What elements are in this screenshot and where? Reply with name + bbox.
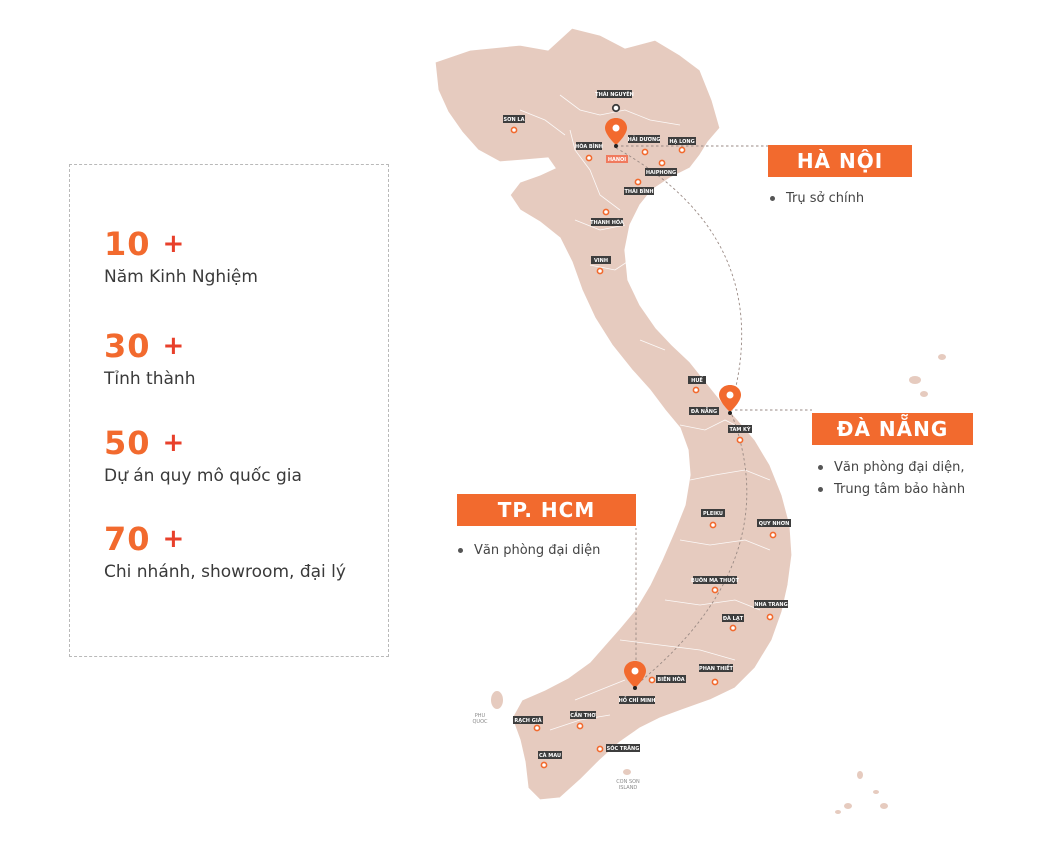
stat-number: 70 bbox=[104, 520, 151, 558]
city-labels: THÁI NGUYÊN SƠN LA HÒA BÌNH HẢI DƯƠNG HẠ… bbox=[503, 90, 791, 759]
hanoi-bullet-1: Trụ sở chính bbox=[770, 191, 864, 206]
plus-icon: + bbox=[162, 229, 186, 259]
city-label-da-nang: ĐÀ NẴNG bbox=[691, 407, 717, 415]
city-label-bien-hoa: BIÊN HÒA bbox=[657, 675, 684, 683]
stat-label: Tỉnh thành bbox=[104, 369, 196, 389]
stat-label: Chi nhánh, showroom, đại lý bbox=[104, 562, 346, 582]
city-label-son-la: SƠN LA bbox=[504, 117, 525, 123]
stat-provinces: 30 + Tỉnh thành bbox=[104, 327, 195, 389]
city-label-phan-thiet: PHAN THIẾT bbox=[699, 664, 734, 672]
stat-branches: 70 + Chi nhánh, showroom, đại lý bbox=[104, 520, 346, 582]
city-label-hoa-binh: HÒA BÌNH bbox=[575, 142, 603, 150]
stat-label: Năm Kinh Nghiệm bbox=[104, 267, 258, 287]
province-borders bbox=[519, 94, 771, 731]
danang-bullet-1: Văn phòng đại diện, bbox=[818, 460, 965, 475]
hcm-banner: TP. HCM bbox=[457, 494, 636, 526]
city-label-vinh: VINH bbox=[594, 258, 608, 264]
island-label-phu-quoc-2: QUOC bbox=[472, 719, 488, 725]
city-label-soc-trang: SÓC TRĂNG bbox=[607, 745, 640, 752]
stat-experience: 10 + Năm Kinh Nghiệm bbox=[104, 225, 258, 287]
city-label-thai-binh: THÁI BÌNH bbox=[624, 187, 653, 195]
city-label-buon-ma-thuot: BUÔN MA THUỘT bbox=[691, 577, 740, 584]
city-label-pleiku: PLEIKU bbox=[703, 511, 723, 517]
bullet-dot-icon bbox=[818, 487, 823, 492]
city-label-tam-ky: TAM KỲ bbox=[729, 426, 750, 433]
mainland-shape bbox=[434, 27, 793, 801]
thai-nguyen-marker bbox=[611, 103, 621, 113]
hanoi-pin-icon bbox=[605, 118, 627, 148]
city-label-da-lat: ĐÀ LẠT bbox=[723, 615, 744, 622]
city-label-thai-nguyen: THÁI NGUYÊN bbox=[595, 90, 634, 98]
island-label-con-son-1: CON SON bbox=[616, 779, 640, 785]
stat-number: 10 bbox=[104, 225, 151, 263]
city-label-hai-duong: HẢI DƯƠNG bbox=[628, 135, 661, 143]
city-label-haiphong: HAIPHONG bbox=[646, 170, 676, 176]
stats-panel: 10 + Năm Kinh Nghiệm 30 + Tỉnh thành 50 + D… bbox=[69, 164, 389, 657]
bullet-dot-icon bbox=[458, 548, 463, 553]
city-label-quy-nhon: QUY NHƠN bbox=[759, 521, 790, 527]
bullet-dot-icon bbox=[770, 196, 775, 201]
stat-number: 30 bbox=[104, 327, 151, 365]
stat-label: Dự án quy mô quốc gia bbox=[104, 466, 302, 486]
islands bbox=[491, 354, 946, 814]
city-label-ca-mau: CÀ MAU bbox=[539, 752, 561, 759]
danang-bullet-2: Trung tâm bảo hành bbox=[818, 482, 965, 497]
hcm-pin-icon bbox=[624, 661, 646, 690]
city-label-hue: HUẾ bbox=[691, 376, 703, 384]
city-label-thanh-hoa: THANH HÓA bbox=[590, 219, 624, 226]
city-label-can-tho: CẦN THƠ bbox=[570, 710, 596, 719]
stat-projects: 50 + Dự án quy mô quốc gia bbox=[104, 424, 302, 486]
city-label-ho-chi-minh: HỒ CHÍ MINH bbox=[619, 695, 656, 704]
plus-icon: + bbox=[162, 428, 186, 458]
hcm-bullet-1: Văn phòng đại diện bbox=[458, 543, 600, 558]
island-label-con-son-2: ISLAND bbox=[619, 785, 638, 791]
plus-icon: + bbox=[162, 524, 186, 554]
plus-icon: + bbox=[162, 331, 186, 361]
danang-banner: ĐÀ NẴNG bbox=[812, 413, 973, 445]
stat-number: 50 bbox=[104, 424, 151, 462]
danang-pin-icon bbox=[719, 385, 741, 415]
city-label-ha-long: HẠ LONG bbox=[669, 139, 694, 145]
city-label-hanoi: HANOI bbox=[608, 157, 626, 163]
island-label-phu-quoc-1: PHU bbox=[475, 713, 486, 719]
city-label-nha-trang: NHA TRANG bbox=[754, 602, 787, 608]
hanoi-banner: HÀ NỘI bbox=[768, 145, 912, 177]
bullet-dot-icon bbox=[818, 465, 823, 470]
city-markers bbox=[510, 126, 777, 769]
city-label-rach-gia: RẠCH GIÁ bbox=[514, 717, 541, 724]
